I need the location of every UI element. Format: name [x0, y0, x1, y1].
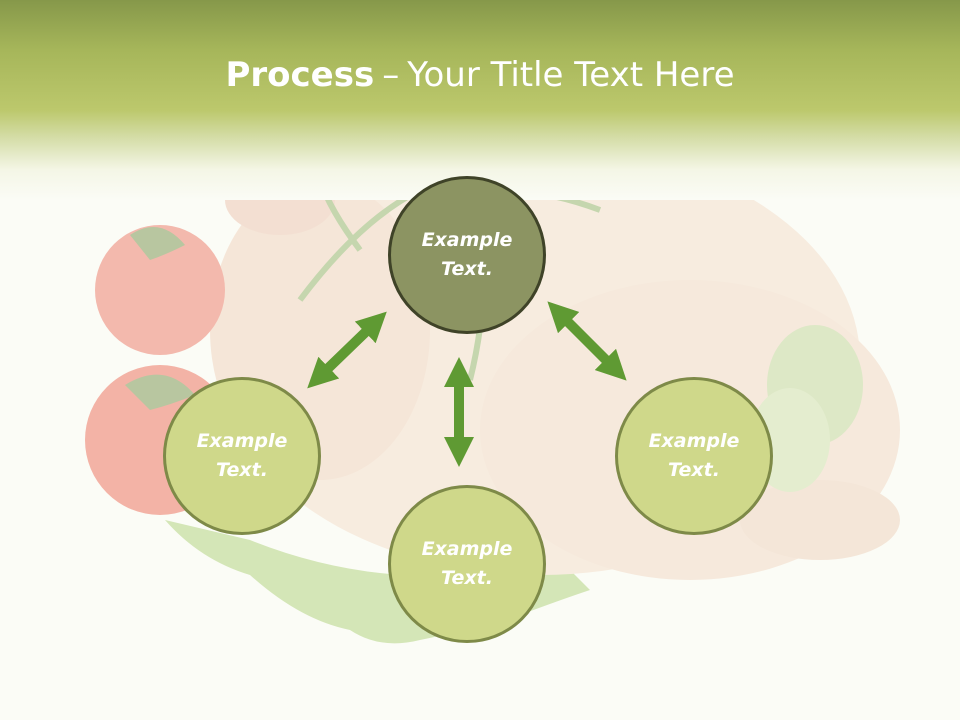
node-left-line2: Text. [216, 459, 268, 481]
title-separator: – [382, 55, 400, 95]
arrow-top-right-icon [547, 301, 627, 381]
process-node-right[interactable]: Example Text. [615, 377, 773, 535]
slide-title: Process–Your Title Text Here [0, 50, 960, 100]
process-node-top[interactable]: Example Text. [388, 176, 546, 334]
node-right-line1: Example [648, 430, 740, 452]
node-top-line2: Text. [441, 258, 493, 280]
process-node-left[interactable]: Example Text. [163, 377, 321, 535]
node-bottom-line1: Example [421, 538, 513, 560]
process-node-bottom[interactable]: Example Text. [388, 485, 546, 643]
node-left-line1: Example [196, 430, 288, 452]
node-right-line2: Text. [668, 459, 720, 481]
arrow-top-left-icon [307, 311, 387, 389]
title-rest-text: Your Title Text Here [407, 55, 735, 95]
node-bottom-line2: Text. [441, 567, 493, 589]
title-bar [0, 0, 960, 200]
node-top-line1: Example [421, 229, 513, 251]
title-bold-text: Process [225, 55, 375, 95]
